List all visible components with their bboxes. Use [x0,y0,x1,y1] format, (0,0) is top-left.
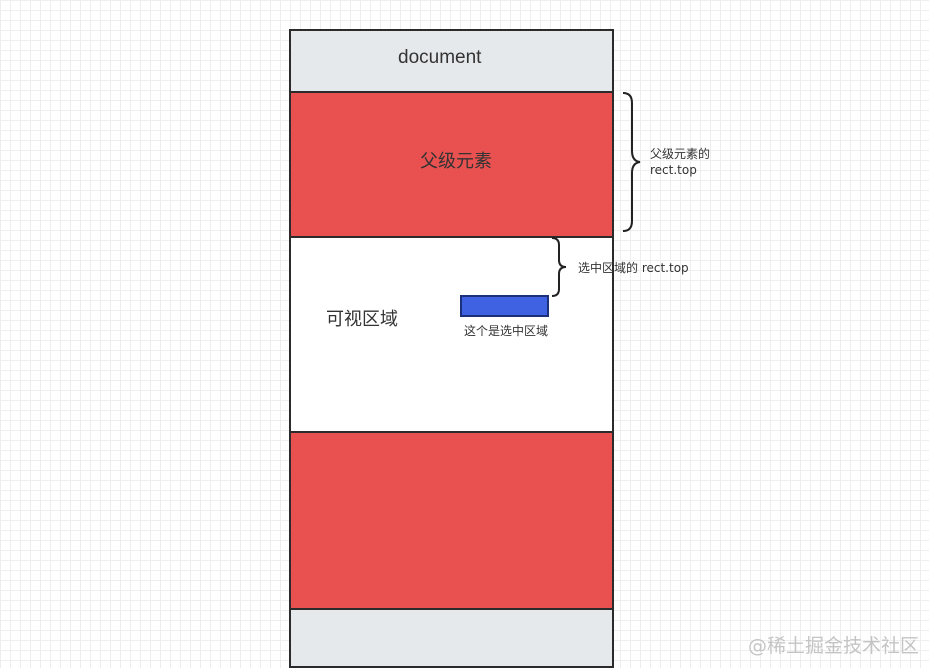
selection-rect-top-annotation: 选中区域的 rect.top [578,261,689,275]
parent-element-block [289,91,614,238]
lower-content-block [289,431,614,610]
viewport-label: 可视区域 [326,309,398,330]
document-block-top [289,29,614,93]
parent-rect-top-annotation: 父级元素的 rect.top [650,146,760,178]
selection-rect-top-brace [551,237,567,297]
document-block-bottom [289,608,614,668]
parent-rect-top-line1: 父级元素的 [650,147,711,161]
selection-block [460,295,549,317]
document-label: document [398,47,482,68]
parent-rect-top-line2: rect.top [650,163,697,177]
parent-element-label: 父级元素 [420,151,492,172]
parent-rect-top-brace [622,92,641,232]
selection-label: 这个是选中区域 [464,324,549,338]
